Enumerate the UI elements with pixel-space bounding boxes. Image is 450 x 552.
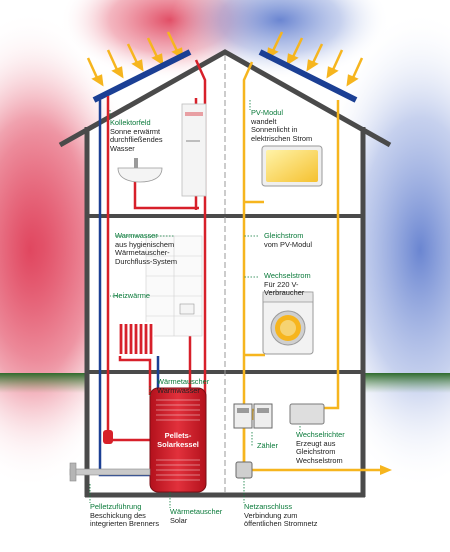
warmwasser-title: Warmwasser [115,231,158,240]
label-warmwasser: Warmwasser aus hygienischem Wärmetausche… [115,231,178,266]
washing-machine [262,291,314,355]
sun-rays-right [266,31,364,87]
waermetauscher-solar-title: Wärmetauscher [170,507,223,516]
pelletzufuehrung-title: Pelletzuführung [90,502,142,511]
wechselrichter-line-2: Gleichstrom [296,447,336,457]
netzanschluss-title: Netzanschluss [244,502,293,511]
wechselrichter-line-3: Wechselstrom [296,455,343,465]
zaehler-title: Zähler [257,441,278,450]
label-wechselrichter: Wechselrichter Erzeugt aus Gleichstrom W… [296,430,345,465]
shower-unit [181,103,207,197]
heizwaerme-title: Heizwärme [113,291,150,300]
basin-tap [134,158,138,168]
label-gleichstrom: Gleichstrom vom PV-Modul [264,231,313,249]
grid-connection-box [235,461,253,479]
inverter-box [289,403,325,425]
shower-head [185,112,203,116]
label-leaders [89,100,301,508]
pv-module-panel [258,49,358,103]
label-zaehler: Zähler [257,441,278,451]
wechselrichter-line-1: Erzeugt aus [296,438,336,448]
wechselrichter-title: Wechselrichter [296,430,345,439]
gleichstrom-line-1: vom PV-Modul [264,239,313,249]
label-wechselstrom: Wechselstrom Für 220 V- Verbraucher [264,271,311,298]
washbasin [117,167,163,183]
waermetauscher-ww-line-1: Warmwasser [157,385,200,395]
kollektorfeld-line-1: Sonne erwärmt [110,126,161,136]
wechselstrom-title: Wechselstrom [264,271,311,280]
pv-modul-line-2: Sonnenlicht in [251,125,298,135]
grid-export-arrowhead [380,465,392,475]
solar-collector-panel [92,49,192,103]
label-kollektorfeld: Kollektorfeld Sonne erwärmt durchfließen… [110,118,163,153]
expansion-vessel [103,430,113,444]
waermetauscher-ww-title: Wärmetauscher [157,377,210,386]
pv-modul-title: PV-Modul [251,108,284,117]
pellet-solar-boiler [149,387,207,493]
gleichstrom-title: Gleichstrom [264,231,304,240]
label-pv-modul: PV-Modul wandelt Sonnenlicht in elektris… [251,108,313,143]
wechselstrom-line-2: Verbraucher [264,288,305,298]
waermetauscher-solar-line-1: Solar [170,515,188,525]
sun-rays-left [86,31,184,87]
kollektorfeld-title: Kollektorfeld [110,118,151,127]
kollektorfeld-line-2: durchfließendes [110,135,163,145]
warmwasser-line-1: aus hygienischem [115,239,175,249]
tiled-wall [145,235,203,337]
wechselstrom-line-1: Für 220 V- [264,279,299,289]
pelletzufuehrung-line-1: Beschickung des [90,510,146,520]
radiator [118,322,154,356]
electricity-meters [233,403,273,429]
netzanschluss-line-1: Verbindung zum [244,510,298,520]
kollektorfeld-line-3: Wasser [110,143,135,153]
label-waermetauscher-warmwasser: Wärmetauscher Warmwasser [157,377,210,395]
netzanschluss-line-2: öffentlichen Stromnetz [244,519,318,529]
label-heizwaerme: Heizwärme [113,291,150,301]
shower-tap [186,140,200,142]
tap-fixture [179,303,195,315]
boiler-label-line-2: Solarkessel [157,439,199,449]
pellet-feed-pipe [69,462,151,482]
boiler-label-line-1: Pellets- [164,431,192,440]
label-netzanschluss: Netzanschluss Verbindung zum öffentliche… [244,502,318,529]
label-waermetauscher-solar: Wärmetauscher Solar [170,507,223,525]
pelletzufuehrung-line-2: integrierten Brenners [90,519,160,529]
pv-converter-panel [261,145,323,187]
label-pelletzufuehrung: Pelletzuführung Beschickung des integrie… [90,502,160,529]
house-walls [58,49,392,498]
boiler-label: Pellets- Solarkessel [157,431,199,449]
warmwasser-line-3: Durchfluss-System [115,256,178,266]
pv-modul-line-3: elektrischen Strom [251,133,313,143]
warmwasser-line-2: Wärmetauscher- [115,248,170,258]
pv-modul-line-1: wandelt [251,116,277,126]
